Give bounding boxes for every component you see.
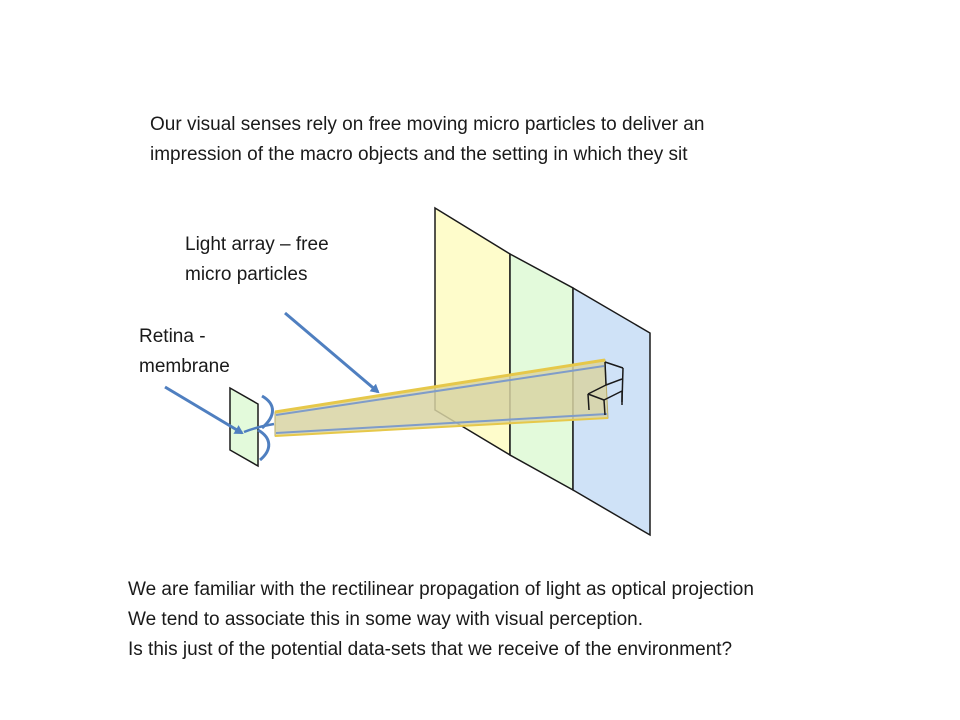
beam-top-edge-inner [275, 365, 605, 416]
light-array-label: Light array – free micro particles [185, 230, 329, 290]
intro-text: Our visual senses rely on free moving mi… [150, 110, 704, 170]
blue-plane [572, 286, 651, 537]
beam-top-edge [274, 358, 606, 414]
lens-curve-inner [243, 422, 275, 434]
light-array-arrow [284, 311, 380, 394]
beam-bottom-edge [274, 417, 609, 437]
lens-curve-upper [260, 394, 274, 430]
light-array-label-line-2: micro particles [185, 264, 308, 285]
retina-label-line-1: Retina - [139, 326, 206, 347]
retina-membrane [229, 386, 259, 468]
intro-line-2: impression of the macro objects and the … [150, 144, 688, 165]
beam-bottom-edge-inner [275, 413, 608, 434]
intro-line-1: Our visual senses rely on free moving mi… [150, 114, 705, 135]
chair-object [587, 361, 624, 416]
closing-line-2: We tend to associate this in some way wi… [128, 609, 644, 630]
retina-arrow [164, 385, 244, 435]
closing-line-1: We are familiar with the rectilinear pro… [128, 579, 754, 600]
closing-text: We are familiar with the rectilinear pro… [128, 575, 754, 665]
lens-curve-lower [257, 428, 271, 462]
light-array-label-line-1: Light array – free [185, 234, 329, 255]
closing-line-3: Is this just of the potential data-sets … [128, 639, 733, 660]
retina-label-line-2: membrane [139, 356, 230, 377]
retina-label: Retina - membrane [139, 322, 230, 382]
